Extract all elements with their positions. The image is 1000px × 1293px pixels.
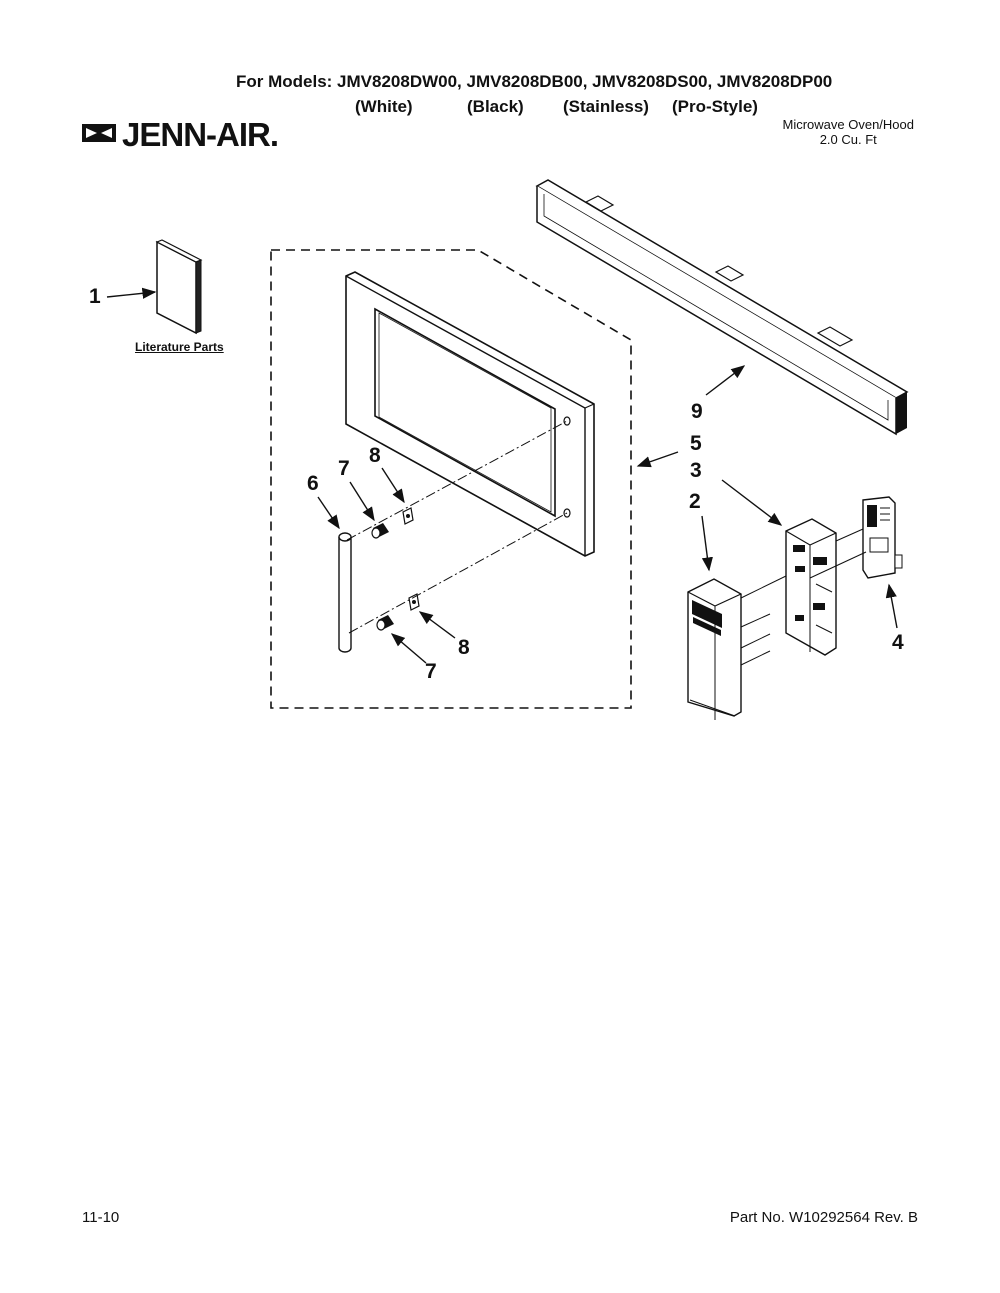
brand-logo: JENN-AIR.	[82, 115, 279, 155]
callout-9: 9	[691, 400, 703, 423]
jenn-air-logo-icon	[82, 118, 116, 153]
variant-pro-style: (Pro-Style)	[672, 97, 758, 116]
product-type: Microwave Oven/Hood	[782, 117, 915, 132]
revision-date: 11-10	[82, 1209, 120, 1226]
callout-5: 5	[690, 432, 702, 455]
variant-stainless: (Stainless)	[563, 97, 649, 116]
leader-line-7-lower	[390, 633, 427, 664]
variant-black: (Black)	[467, 97, 524, 116]
callout-8-upper: 8	[369, 444, 381, 467]
part-number: Part No. W10292564 Rev. B	[729, 1209, 918, 1226]
callout-3: 3	[690, 459, 702, 482]
product-capacity: 2.0 Cu. Ft	[819, 132, 877, 147]
callout-7-upper: 7	[338, 457, 350, 480]
leader-line-1	[106, 287, 157, 299]
leader-line-4	[885, 583, 898, 629]
leader-line-2	[701, 515, 713, 572]
handle-screw-upper	[402, 507, 414, 525]
handle-spacer-upper	[371, 523, 389, 539]
product-description: Microwave Oven/Hood 2.0 Cu. Ft	[783, 117, 915, 147]
door-assembly-group-box	[270, 249, 632, 709]
callout-8-lower: 8	[458, 636, 470, 659]
variant-white: (White)	[355, 97, 413, 116]
callout-4: 4	[892, 631, 904, 654]
control-bracket	[785, 518, 837, 656]
callout-7-lower: 7	[425, 660, 437, 683]
callout-2: 2	[689, 490, 701, 513]
leader-line-5	[636, 451, 679, 468]
leader-line-3	[721, 479, 783, 526]
leader-line-9	[705, 365, 746, 396]
literature-parts-label: Literature Parts	[135, 340, 224, 354]
handle-screw-lower	[408, 593, 420, 611]
brand-name: JENN-AIR.	[122, 116, 279, 153]
vent-grille	[535, 179, 909, 436]
callout-6: 6	[307, 472, 319, 495]
door-handle	[338, 532, 352, 653]
models-heading: For Models: JMV8208DW00, JMV8208DB00, JM…	[236, 72, 833, 91]
control-panel-overlay	[687, 578, 771, 720]
leader-line-6	[317, 496, 340, 530]
handle-spacer-lower	[376, 615, 394, 631]
leader-line-8-upper	[381, 467, 405, 504]
assembly-axis-lower	[348, 512, 568, 634]
literature-booklet	[155, 239, 203, 335]
guide-line-panel-bracket	[740, 575, 787, 599]
control-board	[809, 496, 903, 579]
callout-1: 1	[89, 285, 101, 308]
leader-line-8-lower	[418, 611, 456, 639]
door-panel	[345, 271, 595, 557]
leader-line-7-upper	[349, 481, 375, 522]
assembly-axis-upper	[346, 420, 568, 541]
